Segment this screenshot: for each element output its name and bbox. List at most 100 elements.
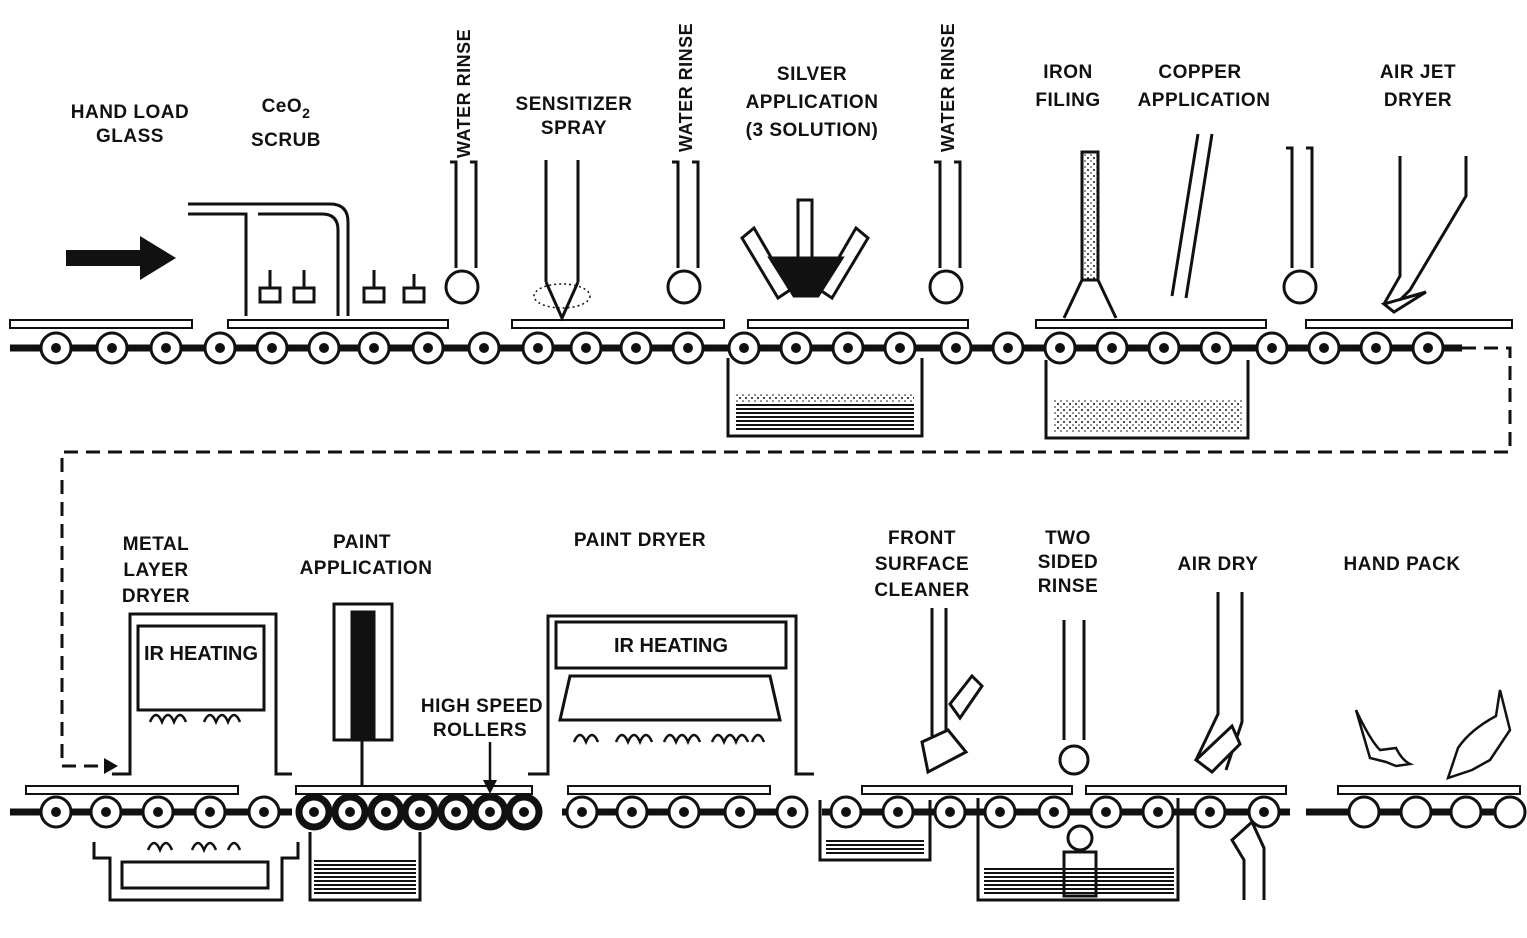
two-sided-label-1: TWO <box>1045 528 1091 549</box>
high-speed-label-2: ROLLERS <box>433 720 527 741</box>
roller-axle <box>1267 343 1277 353</box>
roller-axle <box>533 343 543 353</box>
silver-application-station <box>728 200 922 436</box>
roller-axle <box>485 807 495 817</box>
ir-heating-1-label: IR HEATING <box>144 643 258 665</box>
iron-label-1: IRON <box>1043 62 1093 83</box>
hand-load-label-1: HAND LOAD <box>71 102 190 123</box>
roller-axle <box>581 343 591 353</box>
hand-load-arrow <box>66 236 176 280</box>
sensitizer-label-2: SPRAY <box>541 118 607 139</box>
hand-pack-label: HAND PACK <box>1343 554 1460 575</box>
roller-axle <box>423 343 433 353</box>
roller-axle <box>739 343 749 353</box>
air-dry-label: AIR DRY <box>1178 554 1259 575</box>
glass-sheet <box>10 320 192 328</box>
paint-dryer-label: PAINT DRYER <box>574 530 706 551</box>
front-cleaner-label-1: FRONT <box>888 528 956 549</box>
metal-dryer-label-2: LAYER <box>123 560 188 581</box>
roller-axle <box>843 343 853 353</box>
roller-axle <box>319 343 329 353</box>
roller-axle <box>1371 343 1381 353</box>
roller-axle <box>627 807 637 817</box>
glass-sheet <box>296 786 532 794</box>
paint-app-label-2: APPLICATION <box>300 558 433 579</box>
roller-axle <box>51 807 61 817</box>
front-cleaner-label-2: SURFACE <box>875 554 969 575</box>
roller-axle <box>205 807 215 817</box>
copper-label-2: APPLICATION <box>1138 90 1271 111</box>
roller-axle <box>735 807 745 817</box>
top-glass-sheets <box>10 320 1512 328</box>
silver-label-1: SILVER <box>777 64 847 85</box>
silver-label-3: (3 SOLUTION) <box>746 120 879 141</box>
roller-axle <box>893 807 903 817</box>
bottom-rollers <box>41 797 1525 827</box>
conveyor-roller <box>1401 797 1431 827</box>
roller-axle <box>1211 343 1221 353</box>
water-rinse-2-label: WATER RINSE <box>676 23 696 152</box>
roller-axle <box>381 807 391 817</box>
roller-axle <box>415 807 425 817</box>
roller-axle <box>791 343 801 353</box>
ceo2-label-1: CeO2 <box>262 96 311 121</box>
roller-axle <box>895 343 905 353</box>
air-jet-dryer-nozzle <box>1384 156 1466 312</box>
metal-dryer-label-3: DRYER <box>122 586 190 607</box>
roller-axle <box>1259 807 1269 817</box>
bottom-conveyor <box>10 797 1525 827</box>
conveyor-roller <box>1451 797 1481 827</box>
glass-sheet <box>1338 786 1520 794</box>
roller-axle <box>161 343 171 353</box>
roller-axle <box>1319 343 1329 353</box>
water-rinse-3-label: WATER RINSE <box>938 23 958 152</box>
copper-label-1: COPPER <box>1158 62 1241 83</box>
glass-sheet <box>512 320 724 328</box>
glass-sheet <box>748 320 968 328</box>
hand-pack-station <box>1356 690 1510 778</box>
roller-axle <box>215 343 225 353</box>
roller-axle <box>631 343 641 353</box>
air-jet-label-1: AIR JET <box>1380 62 1456 83</box>
bottom-glass-sheets <box>26 786 1520 794</box>
roller-axle <box>1159 343 1169 353</box>
roller-axle <box>1107 343 1117 353</box>
sensitizer-label-1: SENSITIZER <box>516 94 633 115</box>
roller-axle <box>577 807 587 817</box>
glass-sheet <box>1306 320 1512 328</box>
roller-axle <box>995 807 1005 817</box>
roller-axle <box>153 807 163 817</box>
roller-axle <box>107 343 117 353</box>
roller-axle <box>1003 343 1013 353</box>
ceo2-scrub-station <box>188 204 424 316</box>
roller-axle <box>51 343 61 353</box>
water-rinse-3-nozzle <box>930 162 962 303</box>
two-sided-label-3: RINSE <box>1038 576 1099 597</box>
air-dry-station <box>1196 592 1264 900</box>
roller-axle <box>1153 807 1163 817</box>
two-sided-rinse <box>978 620 1178 900</box>
sensitizer-nozzle <box>534 160 590 318</box>
roller-axle <box>369 343 379 353</box>
conveyor-roller <box>1495 797 1525 827</box>
iron-label-2: FILING <box>1035 90 1100 111</box>
ir-heating-2-label: IR HEATING <box>614 635 728 657</box>
roller-axle <box>787 807 797 817</box>
air-jet-label-2: DRYER <box>1384 90 1452 111</box>
water-rinse-1-label: WATER RINSE <box>454 29 474 158</box>
roller-axle <box>951 343 961 353</box>
top-conveyor <box>10 333 1462 363</box>
glass-sheet <box>862 786 1072 794</box>
roller-axle <box>1205 807 1215 817</box>
roller-axle <box>945 807 955 817</box>
copper-application-nozzle <box>1172 134 1212 298</box>
roller-axle <box>1423 343 1433 353</box>
roller-axle <box>309 807 319 817</box>
roller-axle <box>683 343 693 353</box>
iron-filing-station <box>1046 152 1248 438</box>
conveyor-roller <box>1349 797 1379 827</box>
copper-rinse-nozzle <box>1284 148 1316 303</box>
roller-axle <box>1049 807 1059 817</box>
